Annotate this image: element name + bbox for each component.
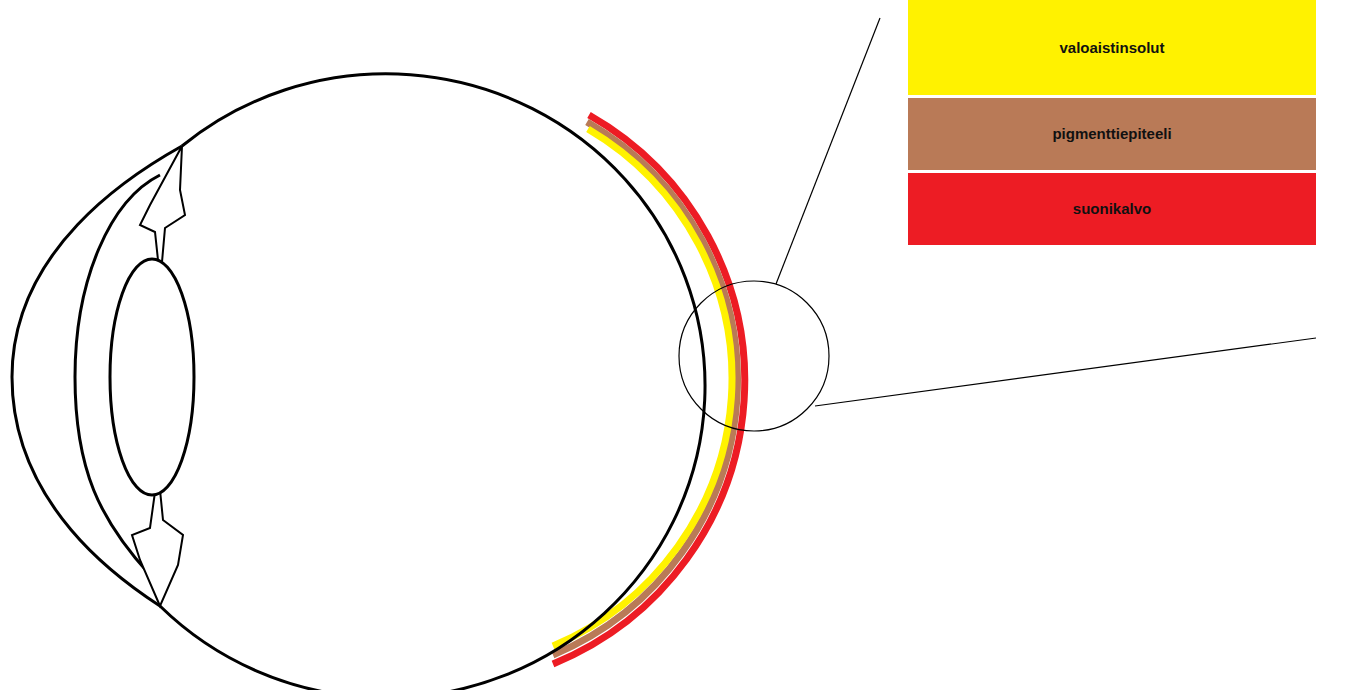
- layer-band: pigmenttiepiteeli: [908, 98, 1316, 170]
- ciliary-body: [132, 490, 183, 606]
- layer-band: valoaistinsolut: [908, 0, 1316, 95]
- lens: [110, 259, 194, 495]
- band-label: valoaistinsolut: [1049, 35, 1174, 61]
- zoom-line: [815, 338, 1316, 406]
- band-label: suonikalvo: [1063, 196, 1161, 222]
- choroid-layer: [553, 115, 745, 664]
- magnifier-circle: [679, 281, 829, 431]
- band-label: pigmenttiepiteeli: [1042, 121, 1181, 147]
- zoom-line: [776, 18, 880, 284]
- layer-band: suonikalvo: [908, 173, 1316, 245]
- ciliary-body: [140, 146, 185, 262]
- eyeball-outline: [160, 74, 705, 690]
